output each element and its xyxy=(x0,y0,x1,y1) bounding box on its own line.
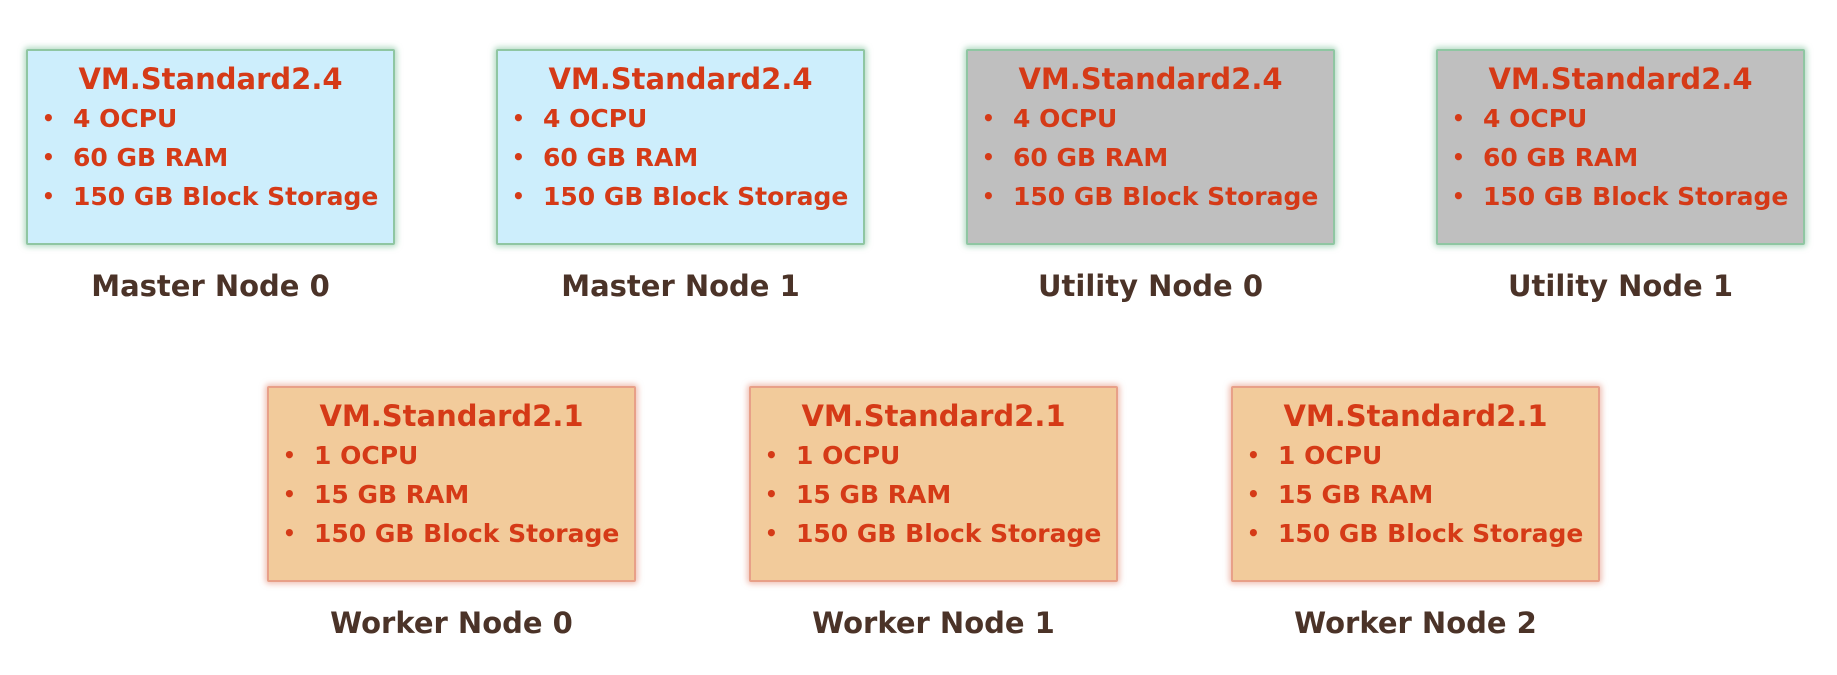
worker-node-1: VM.Standard2.1 •1 OCPU •15 GB RAM •150 G… xyxy=(749,386,1118,640)
bullet-dot-icon: • xyxy=(512,106,525,130)
node-box: VM.Standard2.4 •4 OCPU •60 GB RAM •150 G… xyxy=(1436,49,1805,245)
node-label: Utility Node 0 xyxy=(1038,269,1263,303)
spec-item: •60 GB RAM xyxy=(42,138,393,177)
spec-list: •4 OCPU •60 GB RAM •150 GB Block Storage xyxy=(968,99,1333,216)
bullet-dot-icon: • xyxy=(283,482,296,506)
utility-node-0: VM.Standard2.4 •4 OCPU •60 GB RAM •150 G… xyxy=(966,49,1335,303)
node-box: VM.Standard2.4 •4 OCPU •60 GB RAM •150 G… xyxy=(966,49,1335,245)
spec-item: •4 OCPU xyxy=(512,99,863,138)
node-label: Utility Node 1 xyxy=(1508,269,1733,303)
bullet-dot-icon: • xyxy=(1452,184,1465,208)
spec-list: •4 OCPU •60 GB RAM •150 GB Block Storage xyxy=(28,99,393,216)
node-box: VM.Standard2.1 •1 OCPU •15 GB RAM •150 G… xyxy=(267,386,636,582)
node-box: VM.Standard2.1 •1 OCPU •15 GB RAM •150 G… xyxy=(1231,386,1600,582)
node-shape: VM.Standard2.4 xyxy=(1488,62,1753,96)
bullet-dot-icon: • xyxy=(42,184,55,208)
worker-node-0: VM.Standard2.1 •1 OCPU •15 GB RAM •150 G… xyxy=(267,386,636,640)
spec-item: •4 OCPU xyxy=(982,99,1333,138)
bullet-dot-icon: • xyxy=(982,184,995,208)
bullet-dot-icon: • xyxy=(512,184,525,208)
spec-item: •15 GB RAM xyxy=(765,475,1116,514)
spec-item: •150 GB Block Storage xyxy=(42,177,393,216)
bullet-dot-icon: • xyxy=(42,145,55,169)
node-shape: VM.Standard2.1 xyxy=(801,399,1066,433)
bullet-dot-icon: • xyxy=(512,145,525,169)
master-node-1: VM.Standard2.4 •4 OCPU •60 GB RAM •150 G… xyxy=(496,49,865,303)
spec-list: •4 OCPU •60 GB RAM •150 GB Block Storage xyxy=(498,99,863,216)
spec-list: •1 OCPU •15 GB RAM •150 GB Block Storage xyxy=(1233,436,1598,553)
node-label: Master Node 0 xyxy=(91,269,330,303)
node-shape: VM.Standard2.4 xyxy=(548,62,813,96)
bullet-dot-icon: • xyxy=(283,443,296,467)
bullet-dot-icon: • xyxy=(1247,482,1260,506)
spec-list: •1 OCPU •15 GB RAM •150 GB Block Storage xyxy=(269,436,634,553)
bullet-dot-icon: • xyxy=(765,443,778,467)
spec-list: •4 OCPU •60 GB RAM •150 GB Block Storage xyxy=(1438,99,1803,216)
node-label: Worker Node 1 xyxy=(812,606,1055,640)
worker-node-2: VM.Standard2.1 •1 OCPU •15 GB RAM •150 G… xyxy=(1231,386,1600,640)
bullet-dot-icon: • xyxy=(283,521,296,545)
utility-node-1: VM.Standard2.4 •4 OCPU •60 GB RAM •150 G… xyxy=(1436,49,1805,303)
spec-item: •15 GB RAM xyxy=(283,475,634,514)
node-shape: VM.Standard2.1 xyxy=(1283,399,1548,433)
spec-item: •150 GB Block Storage xyxy=(283,514,634,553)
spec-item: •60 GB RAM xyxy=(512,138,863,177)
spec-item: •60 GB RAM xyxy=(1452,138,1803,177)
master-node-0: VM.Standard2.4 •4 OCPU •60 GB RAM •150 G… xyxy=(26,49,395,303)
spec-item: •4 OCPU xyxy=(42,99,393,138)
bullet-dot-icon: • xyxy=(765,482,778,506)
bullet-dot-icon: • xyxy=(1247,521,1260,545)
bullet-dot-icon: • xyxy=(1452,106,1465,130)
spec-item: •150 GB Block Storage xyxy=(1452,177,1803,216)
node-box: VM.Standard2.4 •4 OCPU •60 GB RAM •150 G… xyxy=(26,49,395,245)
node-shape: VM.Standard2.4 xyxy=(78,62,343,96)
bullet-dot-icon: • xyxy=(1247,443,1260,467)
spec-item: •150 GB Block Storage xyxy=(765,514,1116,553)
node-label: Master Node 1 xyxy=(561,269,800,303)
bullet-dot-icon: • xyxy=(765,521,778,545)
node-label: Worker Node 2 xyxy=(1294,606,1537,640)
spec-item: •150 GB Block Storage xyxy=(512,177,863,216)
spec-item: •1 OCPU xyxy=(765,436,1116,475)
spec-item: •60 GB RAM xyxy=(982,138,1333,177)
node-shape: VM.Standard2.4 xyxy=(1018,62,1283,96)
node-shape: VM.Standard2.1 xyxy=(319,399,584,433)
spec-item: •4 OCPU xyxy=(1452,99,1803,138)
spec-list: •1 OCPU •15 GB RAM •150 GB Block Storage xyxy=(751,436,1116,553)
spec-item: •150 GB Block Storage xyxy=(982,177,1333,216)
node-box: VM.Standard2.4 •4 OCPU •60 GB RAM •150 G… xyxy=(496,49,865,245)
bullet-dot-icon: • xyxy=(42,106,55,130)
bullet-dot-icon: • xyxy=(1452,145,1465,169)
bullet-dot-icon: • xyxy=(982,106,995,130)
spec-item: •1 OCPU xyxy=(283,436,634,475)
node-label: Worker Node 0 xyxy=(330,606,573,640)
spec-item: •15 GB RAM xyxy=(1247,475,1598,514)
bullet-dot-icon: • xyxy=(982,145,995,169)
spec-item: •150 GB Block Storage xyxy=(1247,514,1598,553)
spec-item: •1 OCPU xyxy=(1247,436,1598,475)
node-box: VM.Standard2.1 •1 OCPU •15 GB RAM •150 G… xyxy=(749,386,1118,582)
